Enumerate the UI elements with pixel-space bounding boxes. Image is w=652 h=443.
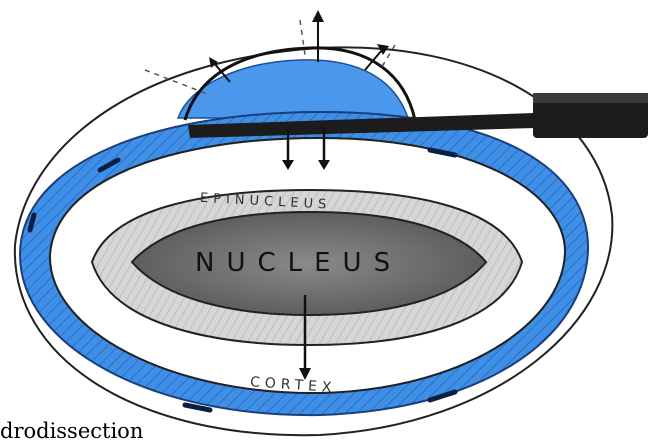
- figure-caption: drodissection: [0, 419, 143, 443]
- nucleus-label: NUCLEUS: [195, 248, 402, 278]
- fluid-wave-anterior: [178, 60, 408, 118]
